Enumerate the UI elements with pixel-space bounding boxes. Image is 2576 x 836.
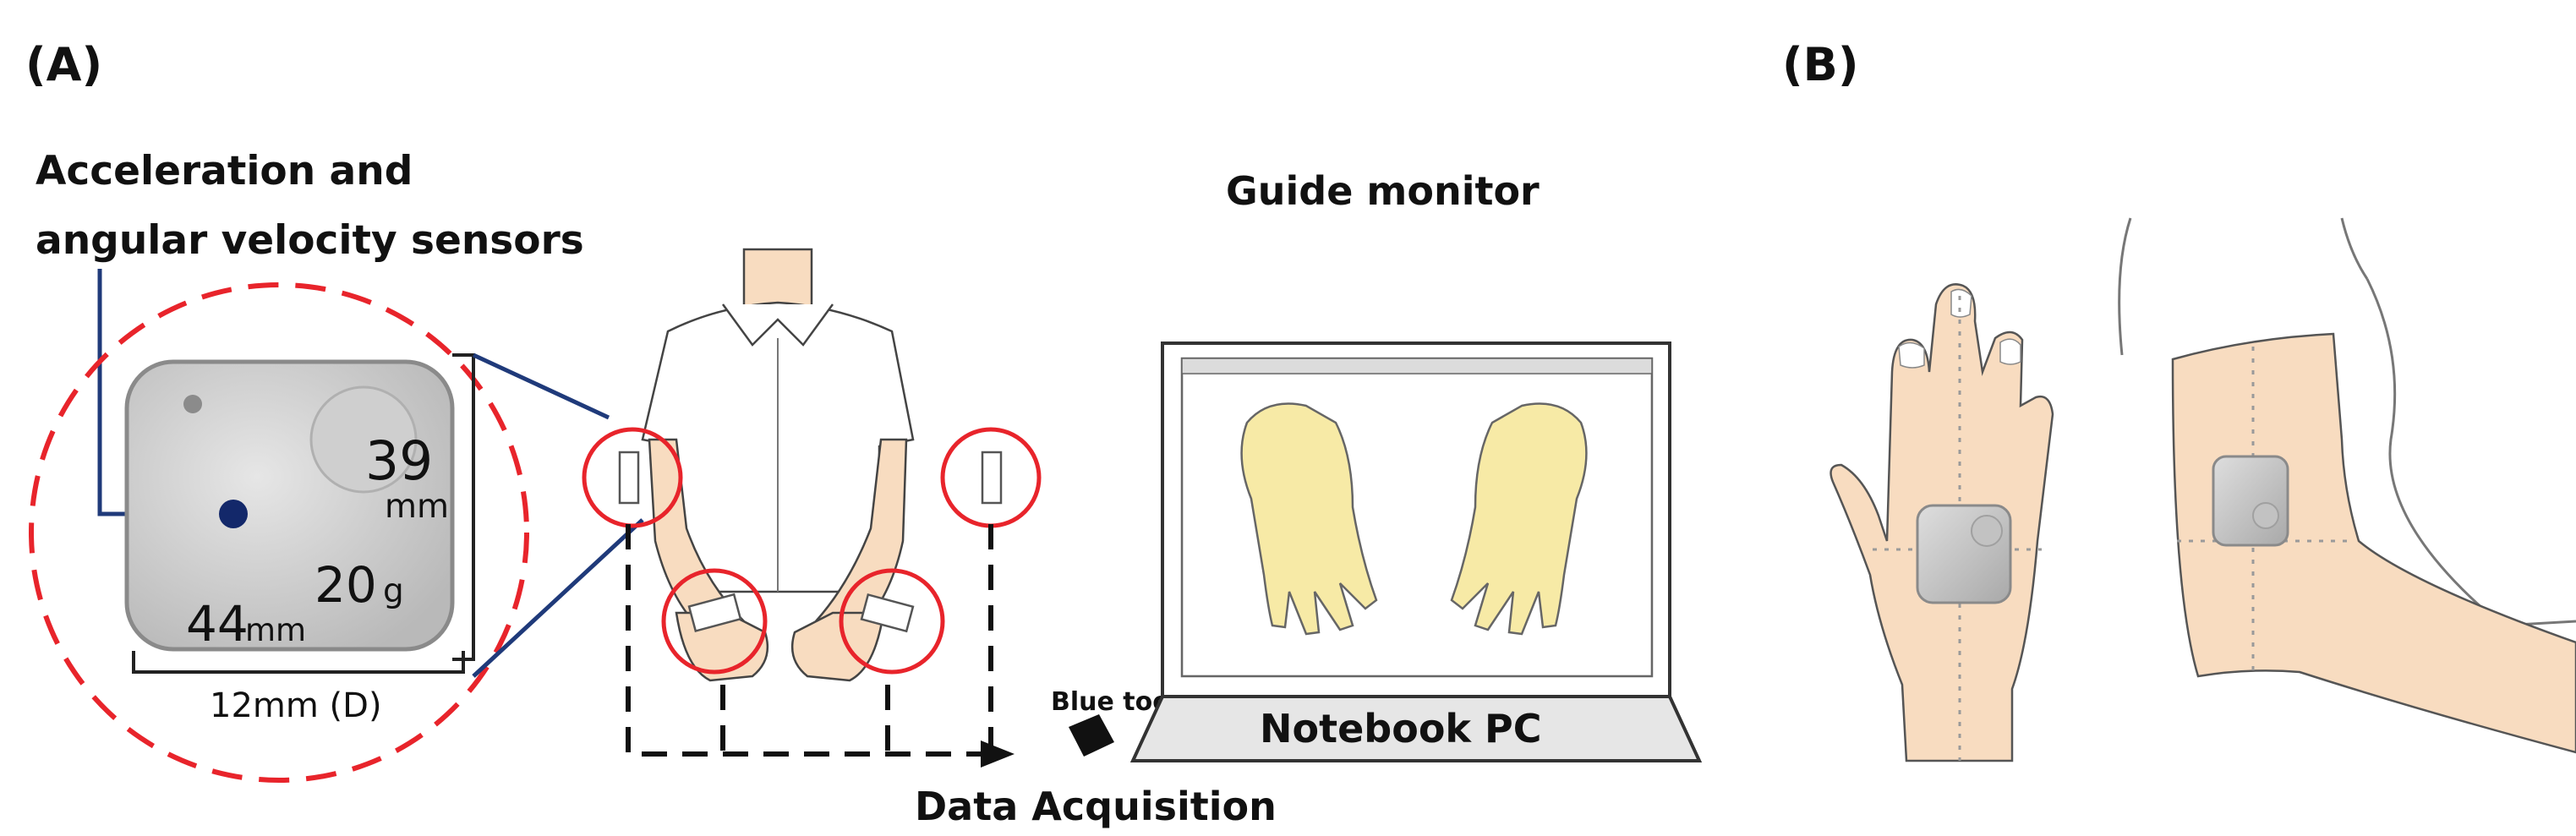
sensor-caption-line-2: angular velocity sensors [36,217,584,264]
notebook-pc [1129,342,1703,762]
zoom-leader-top [472,352,610,420]
app-window-titlebar [1181,358,1653,374]
guide-monitor-label: Guide monitor [1226,168,1540,214]
highlight-left-upper-arm [582,427,683,528]
sensor-button-recess [309,385,418,494]
sensor-led-dot [183,395,202,413]
depth-label: 12mm (D) [210,686,382,725]
screen-right-hand [1450,402,1588,636]
width-unit: mm [245,612,306,648]
bluetooth-dongle [1069,714,1114,757]
upper-arm-sensor-right [981,451,1003,505]
height-value: 39 [365,430,433,492]
data-acquisition-label: Data Acquisition [915,784,1277,829]
panel-a-label: (A) [25,38,102,91]
shirt-collar [721,303,834,347]
right-hand [790,611,885,682]
screen-left-hand [1240,402,1378,636]
weight-unit: g [383,572,404,610]
upper-arm-illustration [2118,217,2576,754]
sensor-caption-line-1: Acceleration and [36,148,413,194]
arm-sensor-b [2212,455,2289,547]
upper-arm-sensor-left [618,451,640,505]
notebook-pc-label: Notebook PC [1260,706,1542,751]
hand-sensor-right [860,593,915,633]
sensor-center-dot [219,500,248,528]
zoom-leader-bottom [472,518,644,678]
width-value: 44 [186,595,249,653]
sensor-device-photo [124,359,455,652]
person-illustration [618,248,1003,682]
hand-sensor-left [687,593,742,633]
height-unit: mm [385,488,449,526]
weight-value: 20 [314,556,377,614]
panel-b-label: (B) [1782,38,1859,91]
back-of-hand-illustration [1829,283,2054,762]
arm-b [2171,332,2576,754]
sensor-zoom-circle [29,282,529,783]
height-bracket [452,353,475,661]
width-bracket [132,651,465,674]
acquisition-arrowhead [981,740,1015,768]
highlight-right-hand [839,568,945,675]
data-acquisition-lines [626,524,993,757]
highlight-left-hand [661,568,768,675]
